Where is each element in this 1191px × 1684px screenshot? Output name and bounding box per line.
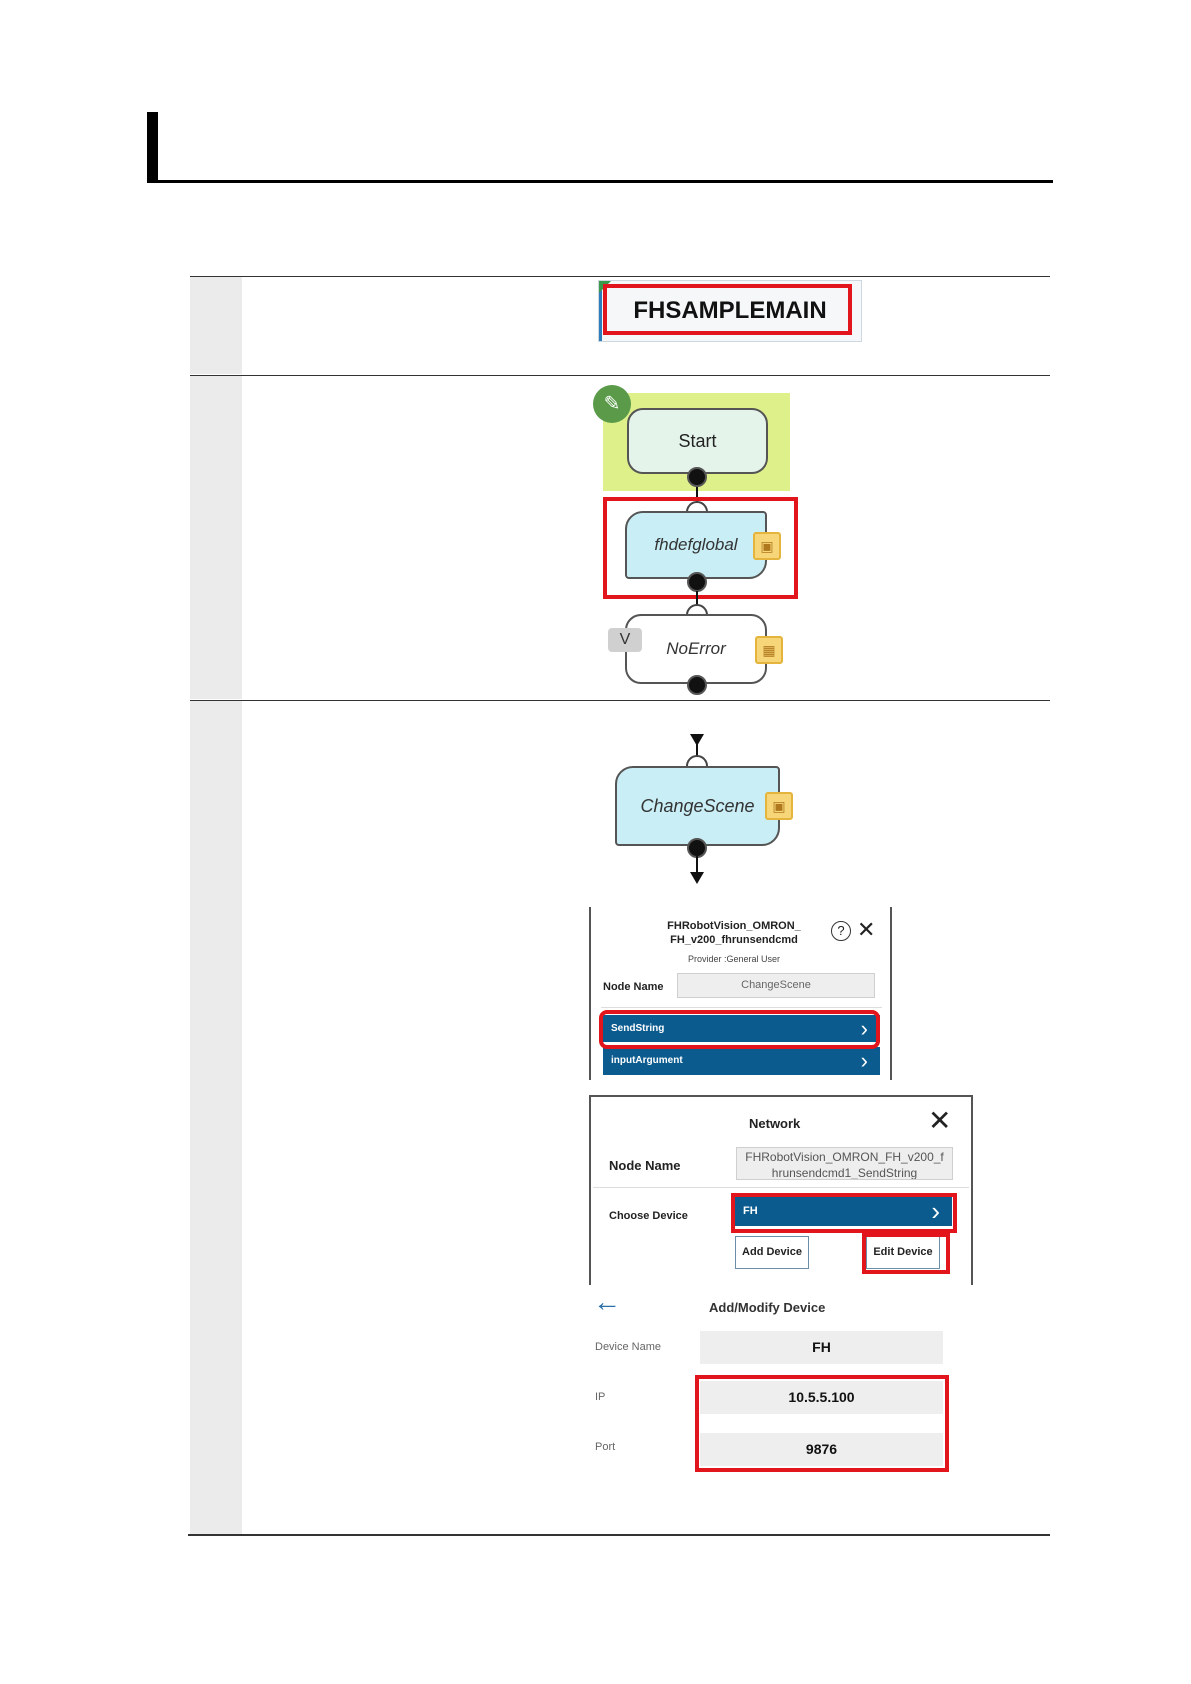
noerror-node[interactable]: NoError [625,614,767,684]
flow-link [696,591,698,605]
start-node[interactable]: Start [627,408,768,474]
fhdefglobal-node[interactable]: fhdefglobal [625,511,767,579]
subflow-icon: ▣ [765,792,793,820]
close-icon[interactable]: ✕ [928,1105,952,1136]
network-dialog: Network ✕ Node Name FHRobotVision_OMRON_… [589,1095,973,1285]
highlight-box [599,1010,880,1049]
back-arrow-icon[interactable]: ← [593,1286,621,1317]
chevron-right-icon: › [931,1196,940,1226]
ip-field[interactable]: 10.5.5.100 [700,1381,943,1414]
program-name: FHSAMPLEMAIN [633,297,827,324]
highlight-box [862,1233,950,1274]
node-name-field[interactable]: ChangeScene [677,973,875,998]
ip-label: IP [595,1391,606,1403]
choose-device-label: Choose Device [609,1210,688,1222]
flow-link [696,487,698,503]
table-row-rule [190,700,1050,701]
arrow-down-icon [690,872,704,884]
device-name-label: Device Name [595,1341,662,1353]
provider-text: Provider :General User [687,954,781,964]
subflow-icon: ▦ [755,636,783,664]
port-label: Port [595,1441,616,1453]
device-selector[interactable]: FH › [735,1196,952,1226]
add-modify-device-dialog: ← Add/Modify Device Device Name FH IP 10… [589,1287,973,1477]
dialog-title: Network [749,1116,801,1131]
device-name-field[interactable]: FH [700,1331,943,1364]
highlight-box [731,1193,957,1233]
step-cell-1 [190,277,242,374]
add-device-button[interactable]: Add Device [735,1236,809,1269]
highlight-box [603,497,798,599]
arrow-down-icon [690,734,704,746]
highlight-box [695,1375,949,1472]
table-bottom-rule [188,1534,1050,1536]
changescene-node[interactable]: ChangeScene [615,766,780,846]
node-properties-dialog: FHRobotVision_OMRON_ FH_v200_fhrunsendcm… [589,907,892,1080]
sendstring-row[interactable]: SendString › [603,1015,880,1042]
chevron-right-icon: › [860,1016,868,1041]
port-field[interactable]: 9876 [700,1433,943,1466]
highlight-box [603,284,852,335]
inputargument-row[interactable]: inputArgument › [603,1047,880,1075]
node-name-field[interactable]: FHRobotVision_OMRON_FH_v200_f hrunsendcm… [736,1147,953,1180]
table-top-rule [190,276,1050,277]
heading-marker [147,112,158,182]
output-connector[interactable] [687,675,707,695]
chevron-right-icon: › [860,1048,868,1073]
output-connector[interactable] [687,467,707,487]
help-icon[interactable]: ? [831,921,851,941]
flow-link [696,735,698,757]
close-icon[interactable]: ✕ [857,917,876,942]
output-connector[interactable] [687,838,707,858]
flow-link [696,856,698,876]
subflow-icon: ▣ [753,532,781,560]
step-cell-3 [190,701,242,1534]
table-row-rule [190,375,1050,376]
node-name-label: Node Name [609,1158,681,1173]
node-name-label: Node Name [603,981,664,993]
heading-rule [147,180,1053,183]
dialog-title: Add/Modify Device [709,1300,826,1315]
step-cell-2 [190,376,242,699]
output-connector[interactable] [687,572,707,592]
variable-badge: V [608,628,642,652]
pencil-icon[interactable]: ✎ [593,385,631,423]
dialog-title: FHRobotVision_OMRON_ FH_v200_fhrunsendcm… [667,920,801,946]
